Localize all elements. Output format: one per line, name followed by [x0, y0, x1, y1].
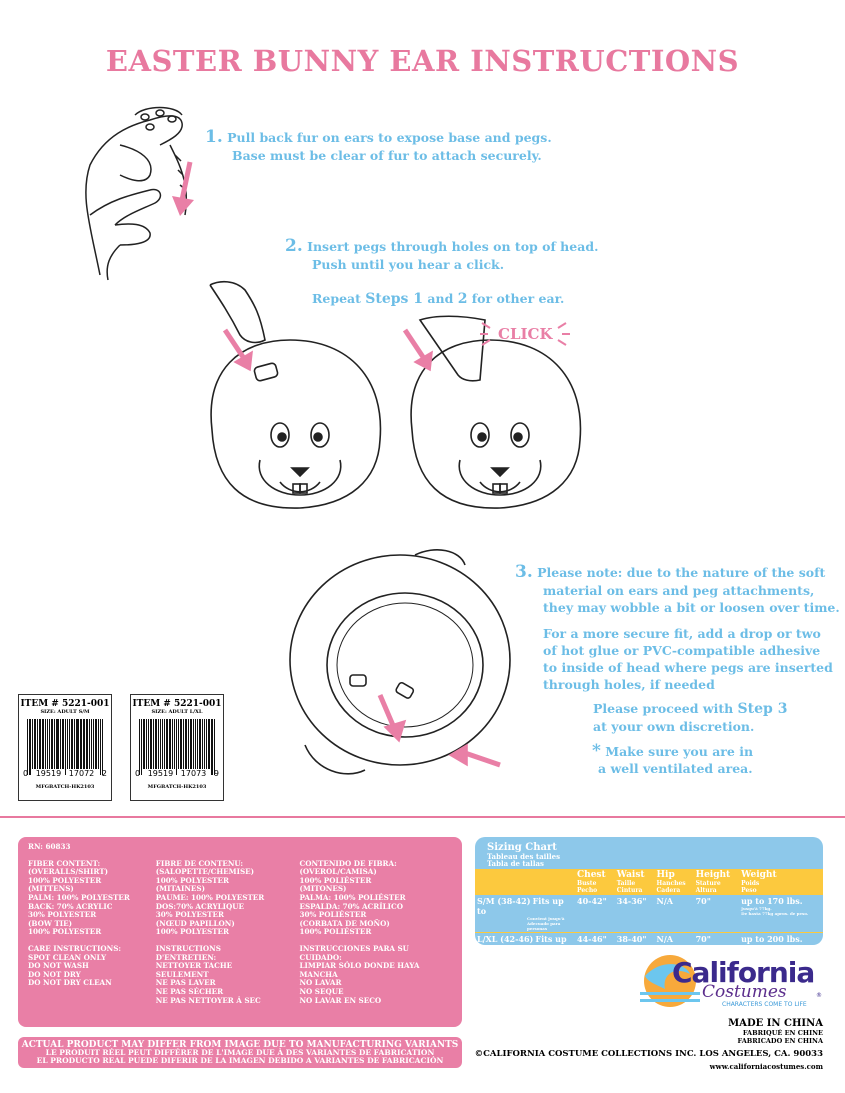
bunny-head-left: [209, 280, 382, 509]
repeat-text: Repeat Steps 1 and 2 for other ear.: [312, 291, 565, 307]
barcode-bars: [26, 719, 104, 775]
step-number: 1.: [205, 127, 223, 147]
step-1: 1. Pull back fur on ears to expose base …: [205, 127, 552, 164]
inside-head-illustration: [289, 549, 511, 775]
step-text: Pull back fur on ears to expose base and…: [227, 130, 552, 145]
rn-number: RN: 60833: [28, 842, 71, 851]
care-column: FIBRE DE CONTENU:(SALOPETTE/CHEMISE)100%…: [155, 858, 265, 1005]
secure-fit-text: For a more secure fit, add a drop or two…: [543, 626, 833, 692]
barcode-bars: [139, 719, 215, 775]
made-in: MADE IN CHINA FABRIQUÉ EN CHINE FABRICAD…: [728, 1018, 823, 1045]
click-label: CLICK: [498, 325, 553, 343]
step-3: 3. Please note: due to the nature of the…: [515, 562, 840, 693]
sizing-title-es: Tabla de tallas: [487, 859, 544, 868]
care-column: FIBER CONTENT:(OVERALLS/SHIRT)100% POLYE…: [28, 858, 130, 988]
sizing-title-fr: Tableau des tailles: [487, 852, 561, 861]
california-costumes-logo: California Costumes CHARACTERS COME TO L…: [630, 952, 825, 1012]
step-text: material on ears and peg attachments,: [543, 583, 815, 598]
step-text: they may wobble a bit or loosen over tim…: [543, 600, 840, 615]
bunny-head-right: [410, 315, 582, 509]
divider: [0, 816, 845, 818]
arrow-down-icon: [172, 161, 194, 216]
page-title: EASTER BUNNY EAR INSTRUCTIONS: [105, 44, 740, 78]
disclaimer-strip: ACTUAL PRODUCT MAY DIFFER FROM IMAGE DUE…: [18, 1037, 462, 1068]
click-sound-lines: [480, 322, 570, 346]
care-column: CONTENIDO DE FIBRA:(OVEROL/CAMISA)100% P…: [299, 858, 420, 1005]
step-text: Push until you hear a click.: [312, 257, 505, 272]
copyright: ©CALIFORNIA COSTUME COLLECTIONS INC. LOS…: [474, 1049, 823, 1059]
sizing-chart: Sizing Chart Tableau des tailles Tabla d…: [475, 837, 823, 970]
care-label-panel: RN: 60833 FIBER CONTENT:(OVERALLS/SHIRT)…: [18, 837, 462, 1027]
sizing-title: Sizing Chart: [487, 842, 557, 853]
step-number: 2.: [285, 236, 303, 256]
step-number: 3.: [515, 562, 533, 582]
bunny-heads-illustration: [209, 280, 582, 509]
hand-holding-ear-illustration: [85, 106, 188, 281]
step-text: Please note: due to the nature of the so…: [537, 565, 826, 580]
website-link[interactable]: www.californiacostumes.com: [709, 1062, 823, 1071]
step-text: Base must be clear of fur to attach secu…: [232, 148, 542, 163]
step-2: 1. 2. Insert pegs through holes on top o…: [285, 236, 598, 308]
step-text: Insert pegs through holes on top of head…: [307, 239, 599, 254]
